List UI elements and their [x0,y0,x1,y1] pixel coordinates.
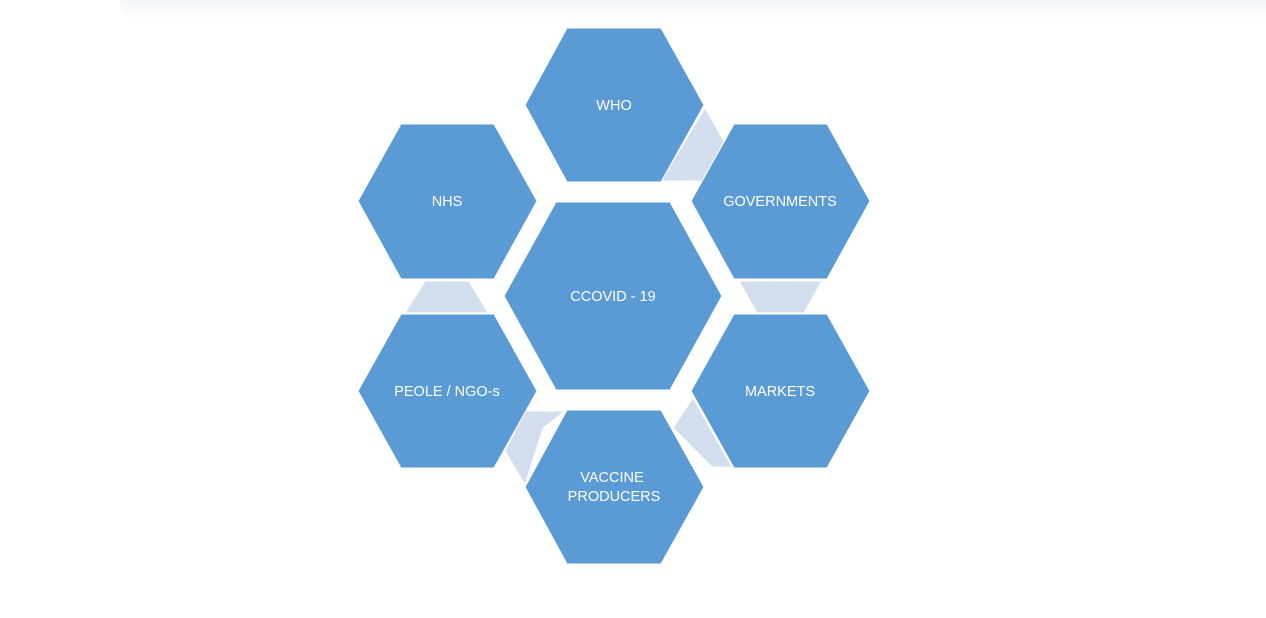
hexagon-vaccine-producers [524,409,705,565]
connector-peole-nhs [404,280,489,314]
label-vaccine-producers: VACCINE PRODUCERS [568,470,661,505]
connector-markets-vaccine [672,397,733,468]
top-banner-shadow [120,0,1266,22]
label-who: WHO [596,98,631,114]
label-governments: GOVERNMENTS [723,194,837,210]
hexagon-who [524,27,705,183]
label-center: CCOVID - 19 [570,289,655,305]
connectors [404,107,823,487]
hexagon-peole-ngos [357,313,538,469]
hexagon-center [503,201,723,391]
hexagon-markets [690,313,871,469]
labels: WHO GOVERNMENTS MARKETS VACCINE PRODUCER… [394,98,837,505]
label-peole-ngos: PEOLE / NGO-s [394,384,500,400]
hexagon-governments [690,123,871,280]
connector-vaccine-peole [504,410,567,487]
hexagon-nhs [357,123,538,280]
connector-governments-markets [738,280,823,314]
hexagons [357,27,871,565]
label-nhs: NHS [432,194,463,210]
label-markets: MARKETS [745,384,815,400]
